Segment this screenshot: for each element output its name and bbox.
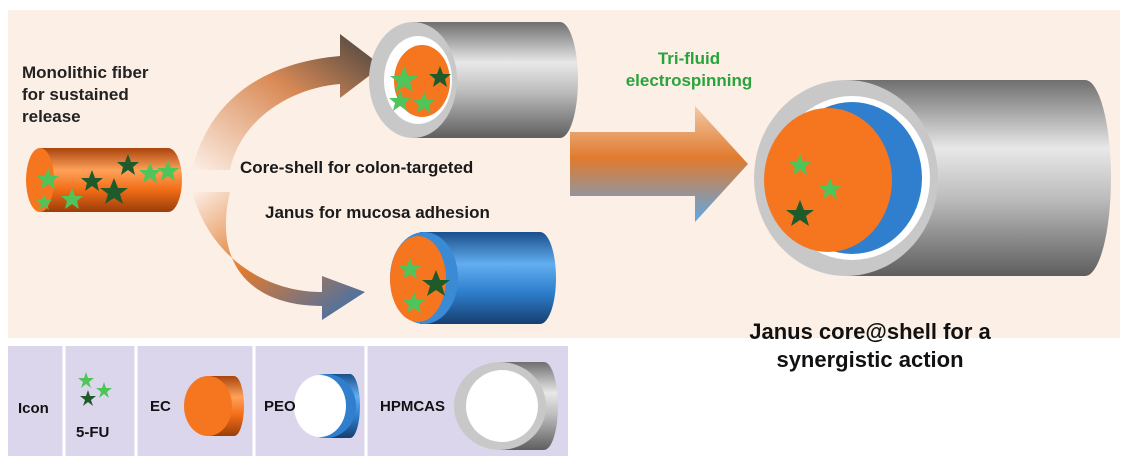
- legend-dividers: [62, 346, 368, 456]
- legend-ec-icon: [184, 376, 244, 436]
- result-line-1: Janus core@shell for a: [749, 319, 991, 344]
- legend-ec-label: EC: [150, 398, 171, 415]
- legend-hpmcas-icon: [454, 362, 558, 450]
- result-line-2: synergistic action: [776, 347, 964, 372]
- legend-drug-icon: [78, 372, 112, 406]
- legend-hpmcas-label: HPMCAS: [380, 398, 446, 415]
- monolithic-line-2: for sustained: [22, 85, 129, 104]
- drug-stars: [36, 154, 179, 210]
- janus-core-shell-fiber: [754, 80, 1111, 276]
- result-label: Janus core@shell for a synergistic actio…: [720, 318, 1020, 374]
- arrow-to-janus-core-shell: [570, 106, 748, 222]
- legend-icon-label: Icon: [18, 400, 49, 417]
- tri-fluid-line-1: Tri-fluid: [657, 49, 721, 68]
- arrow-to-janus: [192, 192, 365, 320]
- legend-drug-label: 5-FU: [76, 424, 110, 441]
- janus-label: Janus for mucosa adhesion: [265, 203, 490, 222]
- tri-fluid-label: Tri-fluid electrospinning: [596, 48, 782, 92]
- arrow-to-core-shell: [192, 34, 382, 170]
- core-shell-label: Core-shell for colon-targeted: [240, 158, 474, 177]
- tri-fluid-line-2: electrospinning: [625, 71, 753, 90]
- janus-fiber: [390, 232, 556, 324]
- monolithic-fiber-label: Monolithic fiber for sustained release: [22, 62, 149, 128]
- core-shell-fiber: [369, 22, 578, 138]
- legend-peo-icon: [294, 374, 360, 438]
- monolithic-line-1: Monolithic fiber: [22, 63, 149, 82]
- legend-peo-label: PEO: [264, 398, 296, 415]
- monolithic-line-3: release: [22, 107, 81, 126]
- monolithic-fiber: [26, 148, 182, 212]
